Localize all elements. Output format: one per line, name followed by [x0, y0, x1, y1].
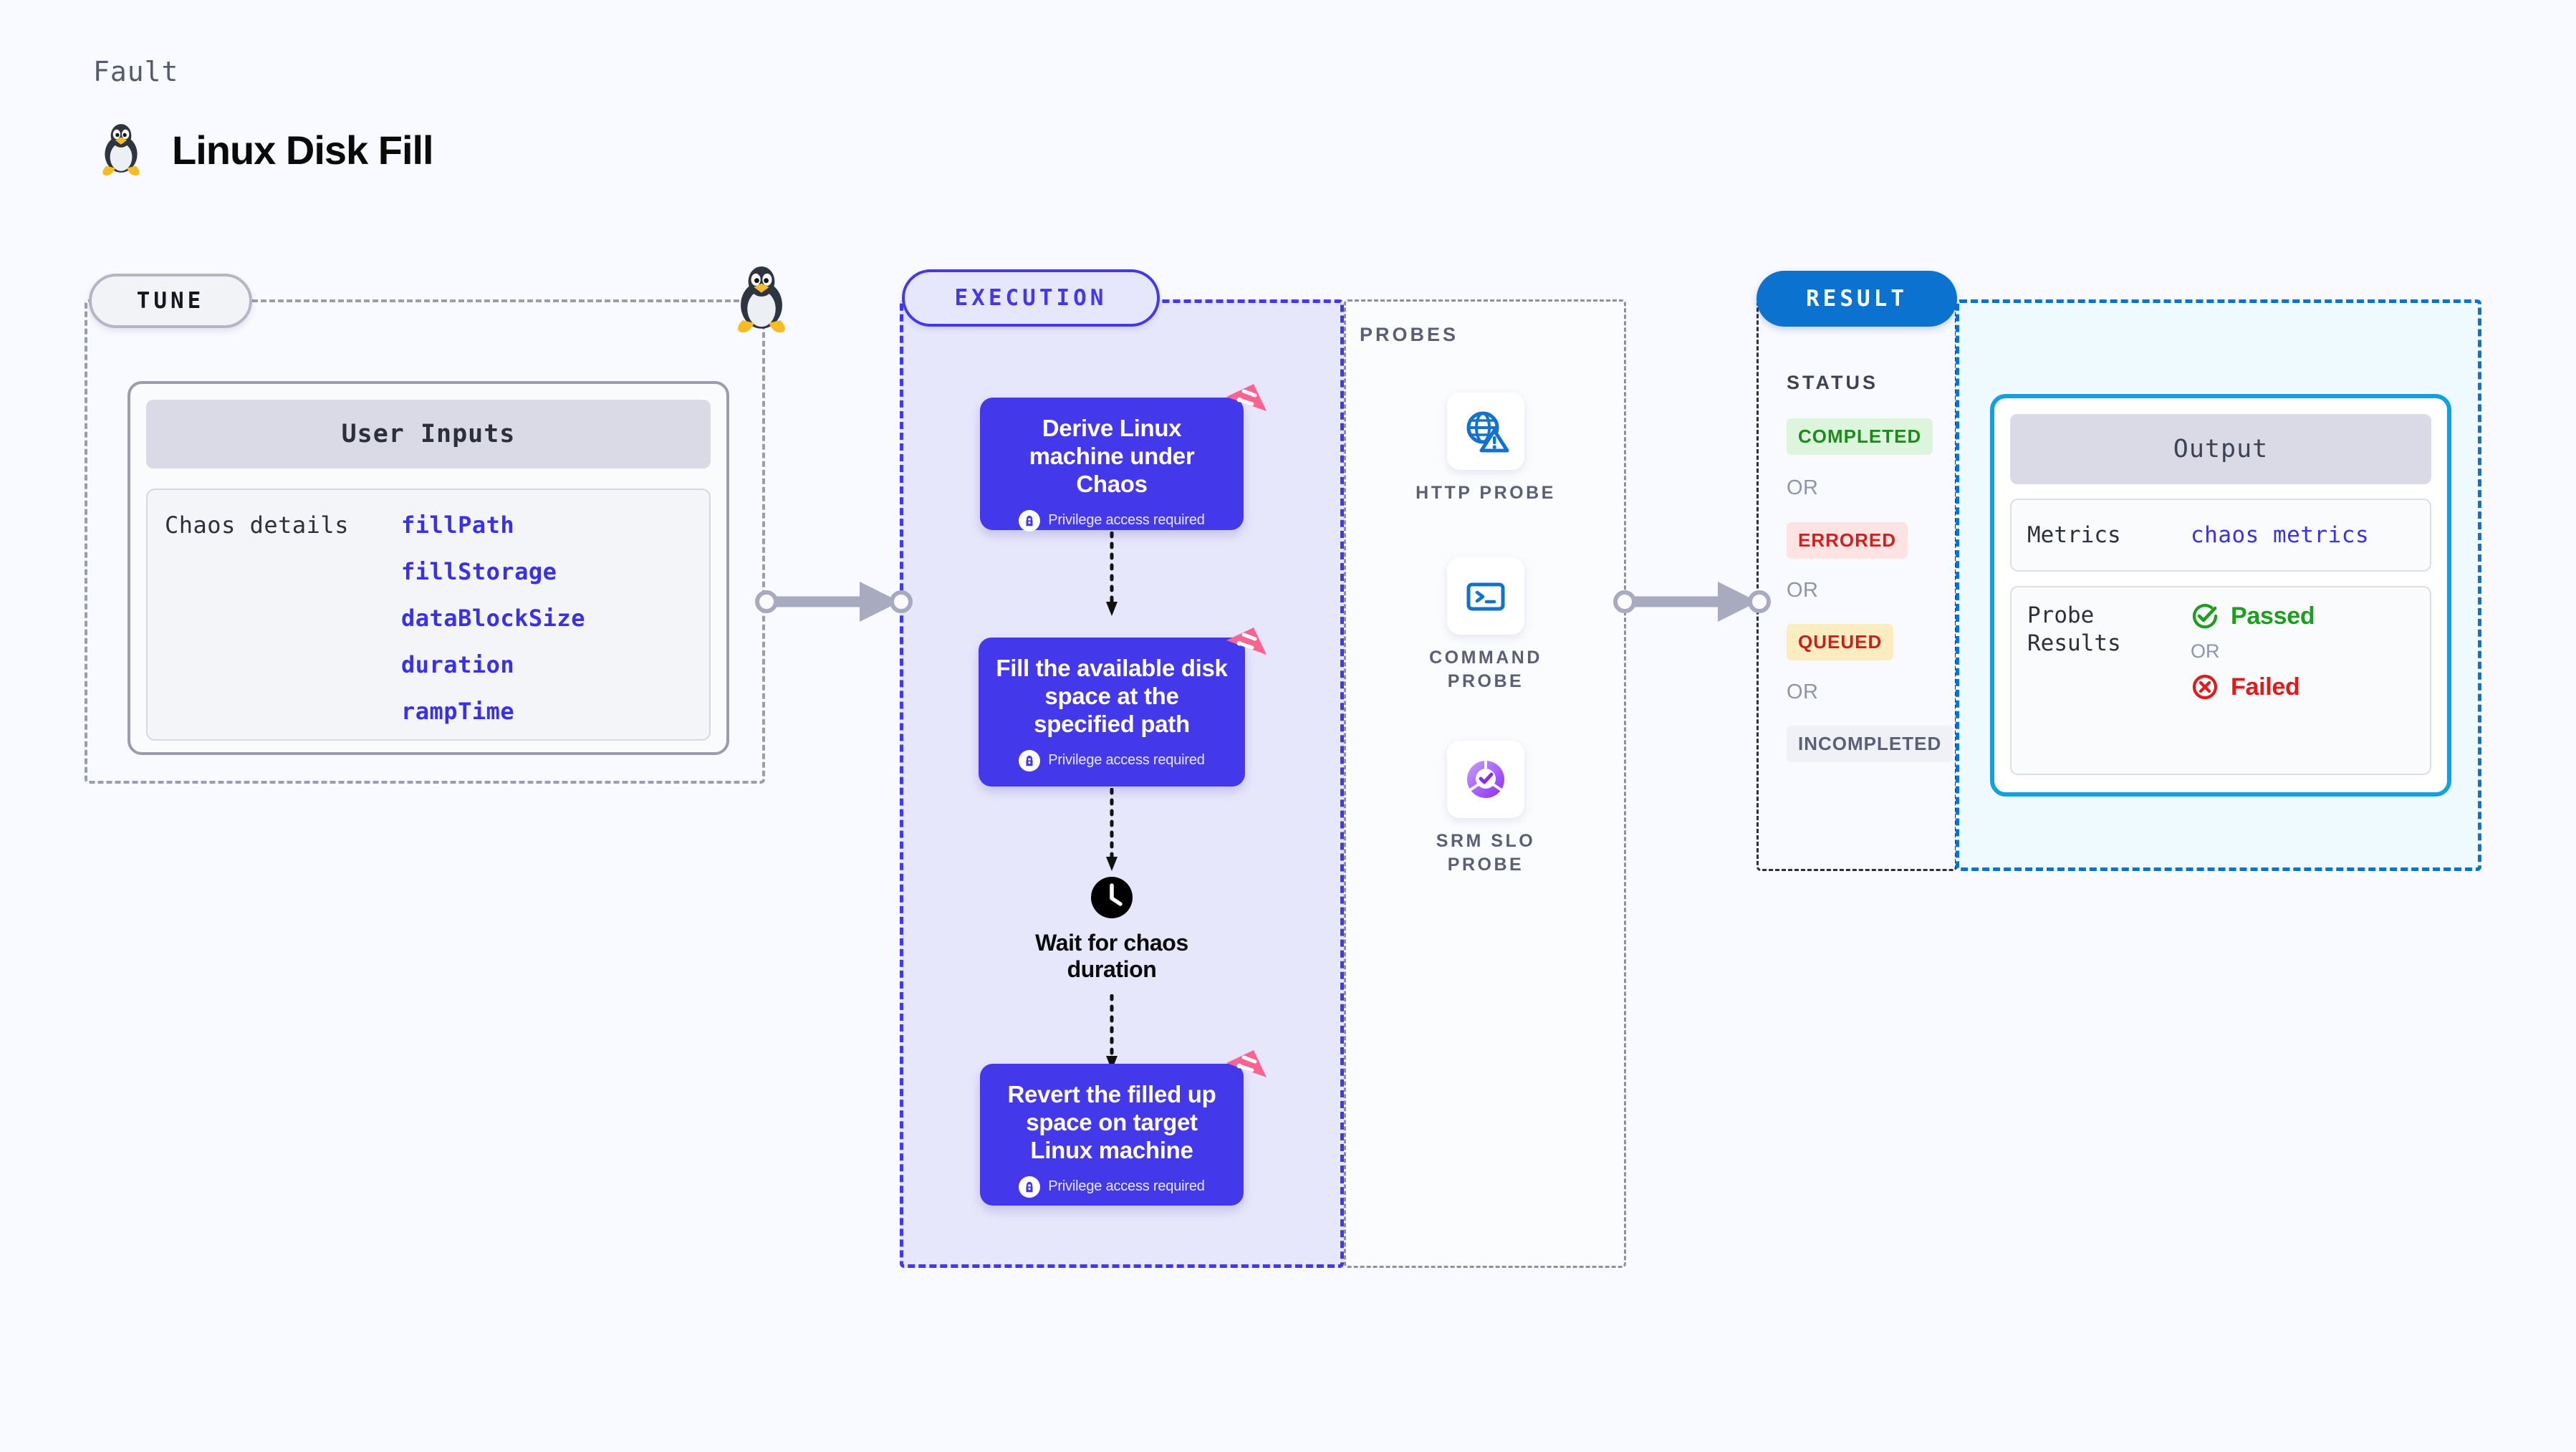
tune-region-boundary	[85, 299, 765, 784]
probe-result-passed: Passed	[2191, 602, 2315, 630]
output-metrics-key: Metrics	[2027, 521, 2121, 548]
output-probe-results-values: Passed OR Failed	[2191, 602, 2315, 701]
fault-ribbon-icon-2	[1226, 628, 1267, 655]
chaos-details-params: fillPath fillStorage dataBlockSize durat…	[401, 511, 585, 739]
clock-icon	[1091, 877, 1133, 918]
probe-result-or: OR	[2191, 640, 2220, 662]
result-badge[interactable]: RESULT	[1756, 271, 1957, 327]
probe-srm-slo-label: SRM SLO PROBE	[1436, 831, 1536, 875]
probe-http-tile[interactable]	[1447, 393, 1524, 470]
tune-linux-penguin-marker-icon	[738, 266, 785, 333]
status-or-2: OR	[1787, 579, 1819, 602]
probe-http[interactable]: HTTP PROBE	[1400, 393, 1572, 505]
output-metrics-value[interactable]: chaos metrics	[2191, 522, 2370, 548]
param-fillstorage[interactable]: fillStorage	[401, 558, 557, 585]
lock-icon	[1019, 749, 1041, 771]
status-or-1: OR	[1787, 476, 1819, 499]
execution-step-3-title: Revert the filled up space on target Lin…	[1007, 1081, 1216, 1163]
output-card: Output Metrics chaos metrics Probe Resul…	[1990, 394, 2451, 797]
output-card-header: Output	[2010, 414, 2431, 484]
execution-arrow-3	[1106, 994, 1118, 1070]
tune-badge[interactable]: TUNE	[89, 274, 252, 328]
status-badge-errored: ERRORED	[1787, 522, 1908, 559]
execution-arrow-2	[1106, 788, 1118, 871]
terminal-icon	[1466, 582, 1505, 611]
page-title: Linux Disk Fill	[172, 127, 434, 173]
connector-execution-to-result	[1613, 582, 1771, 622]
probe-command[interactable]: COMMAND PROBE	[1400, 557, 1572, 693]
user-inputs-header: User Inputs	[146, 400, 711, 468]
probe-command-label: COMMAND PROBE	[1429, 648, 1542, 691]
fault-ribbon-icon-1	[1226, 384, 1267, 411]
output-row-metrics: Metrics chaos metrics	[2010, 499, 2431, 572]
execution-step-3-privilege-text: Privilege access required	[1048, 1178, 1205, 1195]
wait-node-label: Wait for chaos duration	[1035, 930, 1188, 983]
probe-command-tile[interactable]	[1447, 557, 1524, 635]
execution-step-2-privilege: Privilege access required	[1019, 749, 1205, 771]
param-ramptime[interactable]: rampTime	[401, 698, 515, 725]
connector-tune-to-execution	[755, 582, 913, 622]
execution-arrow-1	[1106, 532, 1118, 616]
execution-badge[interactable]: EXECUTION	[902, 269, 1160, 327]
output-probe-results-key: Probe Results	[2027, 602, 2121, 656]
output-row-probe-results: Probe Results Passed OR Failed	[2010, 586, 2431, 775]
execution-step-2[interactable]: Fill the available disk space at the spe…	[979, 638, 1245, 787]
globe-warning-icon	[1466, 411, 1509, 453]
probe-srm-slo-tile[interactable]	[1447, 741, 1524, 818]
wait-for-chaos-duration-node: Wait for chaos duration	[1019, 875, 1205, 983]
execution-step-1-title: Derive Linux machine under Chaos	[1029, 415, 1195, 497]
check-circle-icon	[2192, 604, 2218, 629]
fault-ribbon-icon-3	[1226, 1050, 1267, 1077]
execution-step-3-privilege: Privilege access required	[1019, 1175, 1205, 1198]
chaos-details-label: Chaos details	[165, 511, 349, 539]
probe-result-passed-text: Passed	[2231, 602, 2315, 630]
execution-step-2-title: Fill the available disk space at the spe…	[996, 655, 1228, 737]
param-duration[interactable]: duration	[401, 651, 515, 678]
lock-icon	[1019, 1175, 1041, 1198]
execution-step-1-privilege-text: Privilege access required	[1048, 512, 1205, 529]
lock-icon	[1019, 509, 1041, 532]
status-badge-incompleted: INCOMPLETED	[1787, 726, 1953, 762]
linux-penguin-icon	[102, 124, 140, 176]
status-section-label: STATUS	[1787, 372, 1878, 393]
execution-step-1[interactable]: Derive Linux machine under Chaos Privile…	[980, 398, 1244, 532]
status-badge-completed: COMPLETED	[1787, 418, 1933, 455]
execution-step-1-privilege: Privilege access required	[1019, 509, 1205, 532]
x-circle-icon	[2192, 674, 2218, 700]
user-inputs-card: User Inputs Chaos details fillPath fillS…	[128, 381, 729, 755]
param-fillpath[interactable]: fillPath	[401, 511, 515, 539]
probe-result-failed: Failed	[2191, 673, 2315, 701]
probe-http-label: HTTP PROBE	[1416, 483, 1556, 503]
slo-donut-check-icon	[1467, 761, 1504, 798]
execution-step-2-privilege-text: Privilege access required	[1048, 752, 1205, 769]
status-or-3: OR	[1787, 681, 1819, 703]
param-datablocksize[interactable]: dataBlockSize	[401, 605, 585, 632]
probe-srm-slo[interactable]: SRM SLO PROBE	[1400, 741, 1572, 876]
status-badge-queued: QUEUED	[1787, 624, 1894, 660]
user-inputs-body: Chaos details fillPath fillStorage dataB…	[146, 489, 711, 741]
probes-section-label: PROBES	[1360, 324, 1459, 345]
probe-result-failed-text: Failed	[2231, 673, 2300, 701]
page-title-row: Linux Disk Fill	[97, 122, 434, 178]
execution-step-3[interactable]: Revert the filled up space on target Lin…	[980, 1064, 1244, 1206]
fault-eyebrow-label: Fault	[93, 56, 179, 87]
